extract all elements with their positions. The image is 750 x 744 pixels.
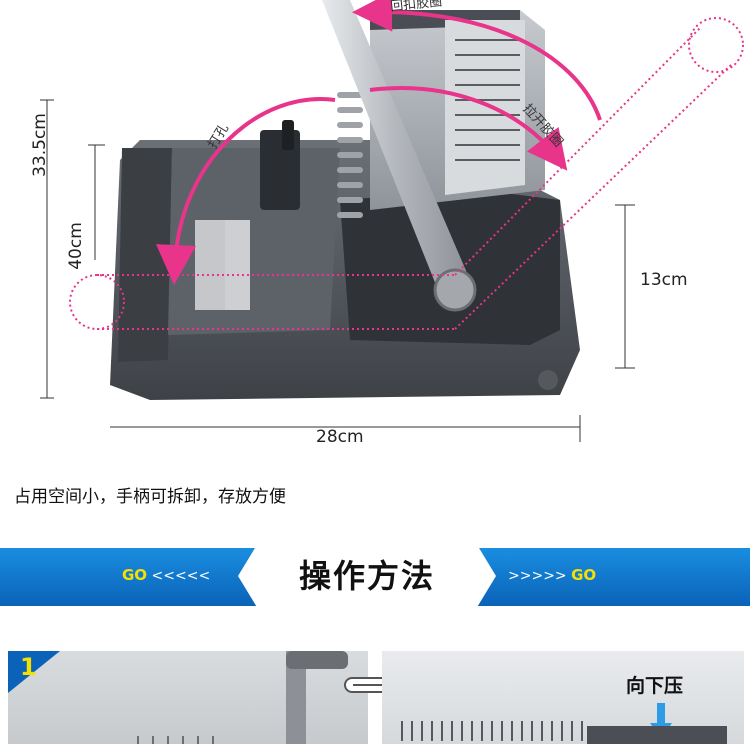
binding-machine-illustration (40, 0, 744, 442)
motion-arrows (155, 0, 602, 285)
go-left-word: GO (122, 566, 148, 584)
step-number: 1 (20, 653, 37, 681)
section-title: 操作方法 (298, 557, 435, 595)
product-diagram: 33.5cm 40cm 13cm 28cm 打孔 回扣胶圈 拉开胶圈 (30, 0, 744, 447)
dimension-height-closed: 13cm (640, 270, 688, 290)
machine-handle (322, 0, 477, 312)
step-1-illustration (137, 651, 348, 744)
step-2-illustration (401, 703, 727, 744)
go-right: >>>>> GO (508, 566, 596, 584)
banner-title-plate (238, 543, 496, 609)
feature-caption: 占用空间小，手柄可拆卸，存放方便 (14, 487, 286, 507)
press-down-label: 向下压 (626, 675, 684, 697)
step-2-panel: 向下压 (382, 651, 744, 744)
step-number-badge (8, 651, 60, 693)
dimension-height-open: 40cm (66, 222, 86, 270)
motion-guides (69, 17, 744, 330)
step-1-panel: 1 (8, 651, 368, 744)
go-right-word: GO (571, 566, 597, 584)
go-left-arrows: <<<<< (151, 568, 211, 584)
dimension-height-total: 33.5cm (30, 113, 50, 177)
dimension-lines (40, 99, 635, 442)
dimension-width: 28cm (316, 427, 364, 447)
go-left: GO <<<<< (122, 566, 210, 584)
go-right-arrows: >>>>> (508, 568, 567, 584)
